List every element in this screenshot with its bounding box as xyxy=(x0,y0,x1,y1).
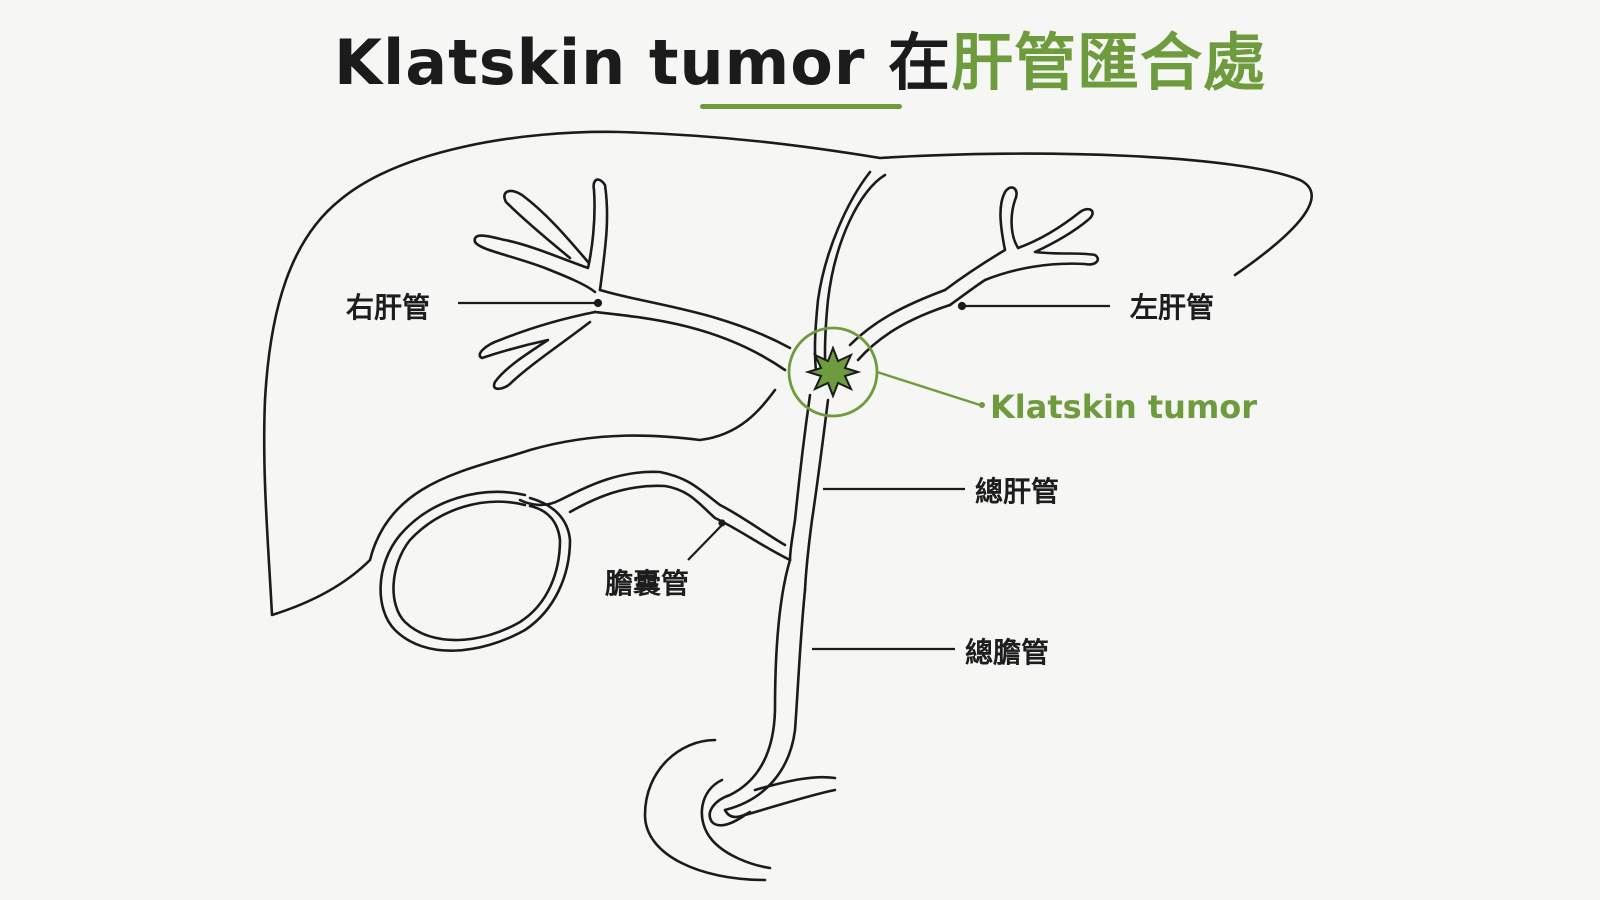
label-common-bile-duct: 總膽管 xyxy=(965,636,1050,669)
label-tumor: Klatskin tumor xyxy=(990,388,1258,426)
label-cystic-duct: 膽囊管 xyxy=(605,567,690,600)
cystic-leader xyxy=(687,524,723,561)
title-underline xyxy=(700,104,902,109)
title-highlight: 肝管匯合處 xyxy=(951,26,1267,99)
left-hepatic-duct xyxy=(848,288,947,347)
falciform-ligament xyxy=(823,173,887,377)
label-right-hepatic-duct: 右肝管 xyxy=(346,291,431,324)
tumor-marker xyxy=(787,326,985,418)
title-prefix: Klatskin tumor 在 xyxy=(333,26,951,99)
tumor-leader xyxy=(876,370,981,407)
page-title: Klatskin tumor 在肝管匯合處 xyxy=(0,12,1600,102)
right-hepatic-duct xyxy=(598,288,792,350)
tumor-star-icon xyxy=(804,345,862,399)
common-bile-duct xyxy=(728,558,792,797)
gallbladder xyxy=(379,490,572,652)
duodenum xyxy=(708,788,837,827)
label-left-hepatic-duct: 左肝管 xyxy=(1130,291,1215,324)
liver-outline xyxy=(262,130,1313,617)
common-hepatic-duct xyxy=(788,393,812,562)
label-common-hepatic-duct: 總肝管 xyxy=(975,475,1060,508)
cystic-duct xyxy=(518,470,787,547)
